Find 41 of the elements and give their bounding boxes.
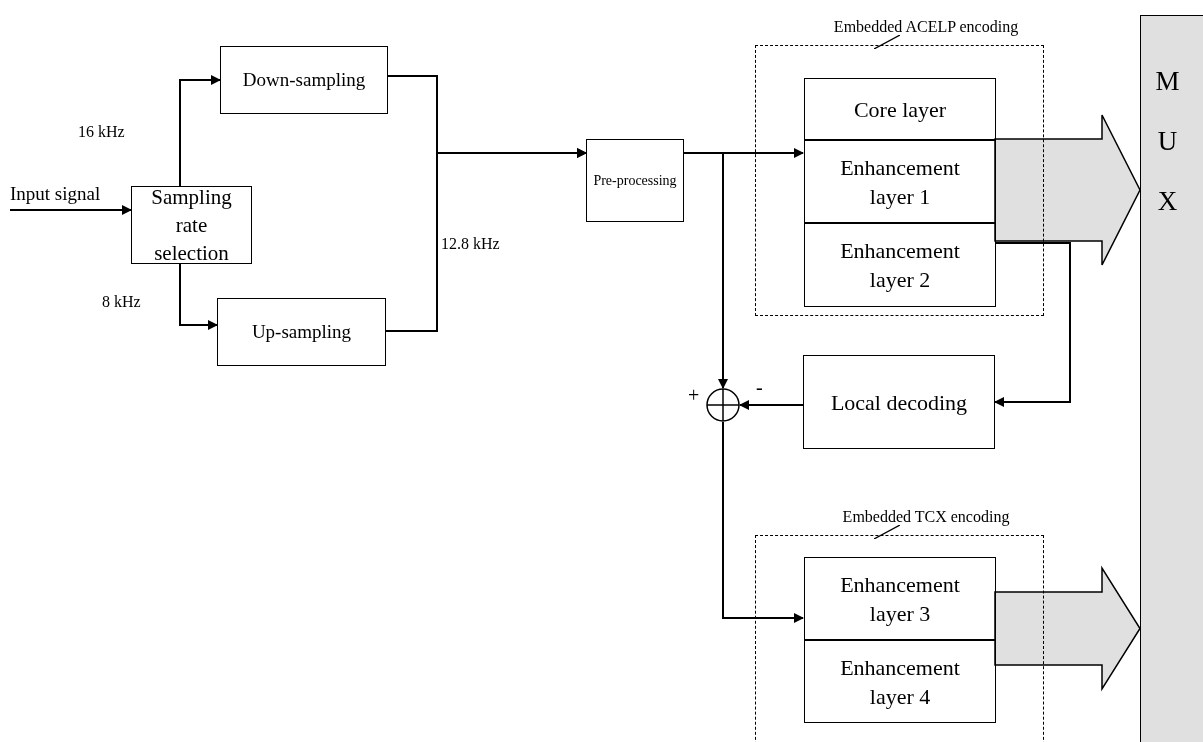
edge-label: Input signal (10, 182, 101, 206)
arrow (9, 205, 132, 215)
process-box (803, 355, 995, 449)
block-label: MUX (1154, 65, 1181, 218)
arrow (994, 242, 1071, 407)
process-box (131, 186, 252, 264)
process-box (804, 78, 996, 140)
arrow (683, 152, 728, 389)
block-arrow (994, 565, 1141, 692)
block-label: Enhancement layer 1 (839, 153, 961, 211)
edge-label: 8 kHz (102, 292, 141, 312)
summing-junction (706, 388, 740, 422)
block-label: Core layer (853, 95, 947, 124)
block-label: Sampling rate selection (150, 184, 233, 267)
block-label: Up-sampling (251, 319, 352, 344)
arrow (179, 75, 221, 187)
process-box (586, 139, 684, 222)
block-arrow (994, 114, 1141, 266)
sign-label: + (688, 383, 700, 408)
block-label: Enhancement layer 3 (839, 570, 961, 628)
process-box (804, 557, 996, 640)
group-heading: Embedded ACELP encoding (832, 17, 1020, 38)
process-box (804, 223, 996, 307)
multiplexer-block (1140, 15, 1203, 742)
arrow (179, 263, 218, 330)
edge-label: 16 kHz (78, 122, 125, 142)
process-box (220, 46, 388, 114)
edge-label: 12.8 kHz (441, 234, 500, 254)
block-label: Enhancement layer 2 (839, 237, 961, 294)
process-box (804, 640, 996, 723)
arrow (739, 400, 804, 410)
block-label: Down-sampling (242, 67, 366, 92)
block-label: Pre-processing (593, 172, 677, 190)
block-label: Enhancement layer 4 (839, 653, 961, 711)
group-heading: Embedded TCX encoding (841, 507, 1011, 528)
arrow (385, 148, 587, 332)
block-label: Local decoding (830, 388, 968, 417)
sign-label: - (756, 375, 763, 400)
arrow (722, 421, 804, 623)
process-box (804, 140, 996, 223)
process-box (217, 298, 386, 366)
